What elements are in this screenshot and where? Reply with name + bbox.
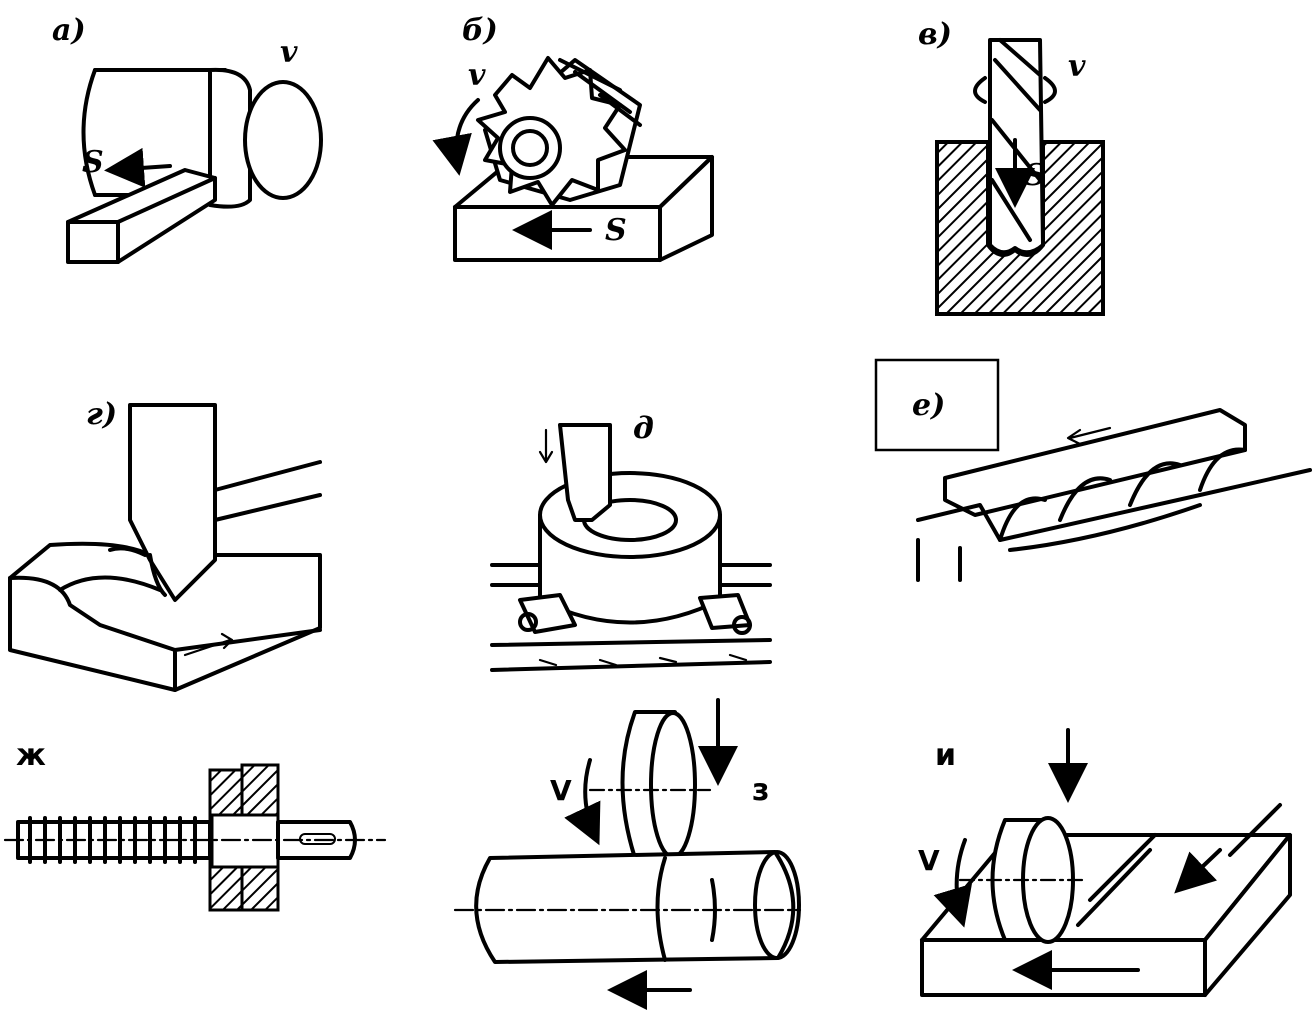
broach-teeth (998, 447, 1247, 542)
panel-i-label: и (935, 738, 956, 773)
cylinder-collar (208, 67, 252, 209)
planer-tool (128, 403, 217, 602)
feed-arrow (538, 428, 554, 464)
panel-g-planing: г) (8, 397, 322, 692)
cylinder-end-face (243, 80, 323, 200)
ground-track (1076, 833, 1157, 927)
feed-label: S (1024, 158, 1046, 193)
panel-zh-threading: ж (3, 738, 387, 912)
slotting-tool (558, 423, 612, 522)
panel-a-turning: а) S v (52, 13, 323, 264)
rotation-arrow (933, 838, 972, 928)
cross-feed-arrow (1174, 848, 1222, 894)
panel-b-label: б) (462, 13, 498, 48)
panel-e-broaching: е) (874, 358, 1312, 582)
panel-d-slotting: д (490, 411, 772, 672)
cross-feed-line (1228, 803, 1282, 857)
clamp-left (518, 593, 577, 634)
rotation-arrow (564, 758, 601, 846)
panel-v-drilling: в) v S (918, 17, 1105, 316)
panel-e-label: е) (912, 388, 945, 423)
feed-label: S (605, 213, 627, 248)
panel-i-surface-grinding: и V (918, 728, 1292, 997)
feed-arrow (104, 147, 172, 188)
feed-label: S (82, 145, 104, 180)
velocity-label: V (918, 844, 940, 877)
panel-a-label: а) (52, 13, 86, 48)
milling-cutter (476, 56, 642, 207)
panel-z-label: з (752, 773, 769, 808)
panel-zh-label: ж (16, 738, 46, 773)
panel-b-milling: б) v S (432, 13, 714, 262)
rotation-arrow (432, 98, 480, 176)
velocity-label: v (468, 58, 486, 93)
panel-z-cylindrical-grinding: з V (453, 698, 802, 1010)
panel-v-label: в) (918, 17, 952, 52)
cylinder-workpiece (474, 850, 796, 964)
panel-d-label: д (633, 411, 654, 446)
velocity-label: v (280, 35, 298, 70)
panel-g-label: г) (86, 397, 117, 432)
velocity-label: V (550, 774, 572, 807)
rotation-arrow (973, 76, 1057, 104)
chip-strip (1008, 503, 1202, 552)
chip (108, 546, 147, 557)
clamp-right (698, 593, 752, 630)
feed-arrow (1066, 426, 1112, 446)
background-rail (213, 460, 322, 522)
feed-arrow (183, 632, 234, 657)
velocity-label: v (1068, 49, 1086, 84)
label-box (874, 358, 1000, 452)
